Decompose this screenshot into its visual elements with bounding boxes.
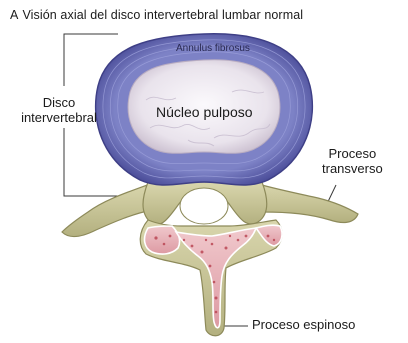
figure-title: A Visión axial del disco intervertebral l… — [10, 8, 303, 22]
spinal-canal — [180, 188, 228, 224]
proceso-espinoso-label: Proceso espinoso — [252, 318, 355, 333]
figure-title-text: Visión axial del disco intervertebral lu… — [22, 8, 303, 22]
transverso-label-line1: Proceso — [322, 147, 383, 162]
disco-label-line1: Disco — [4, 96, 114, 111]
left-transverse-process — [62, 184, 152, 236]
figure-letter: A — [10, 8, 18, 22]
nucleus-label: Núcleo pulposo — [156, 104, 253, 120]
annulus-label: Annulus fibrosus — [176, 43, 250, 55]
marrow-left — [145, 226, 180, 254]
transverso-label-line2: transverso — [322, 162, 383, 177]
proceso-transverso-label: Proceso transverso — [322, 147, 383, 177]
disco-intervertebral-label: Disco intervertebral — [4, 96, 114, 126]
disco-label-line2: intervertebral — [4, 111, 114, 126]
right-transverse-process — [258, 184, 358, 222]
